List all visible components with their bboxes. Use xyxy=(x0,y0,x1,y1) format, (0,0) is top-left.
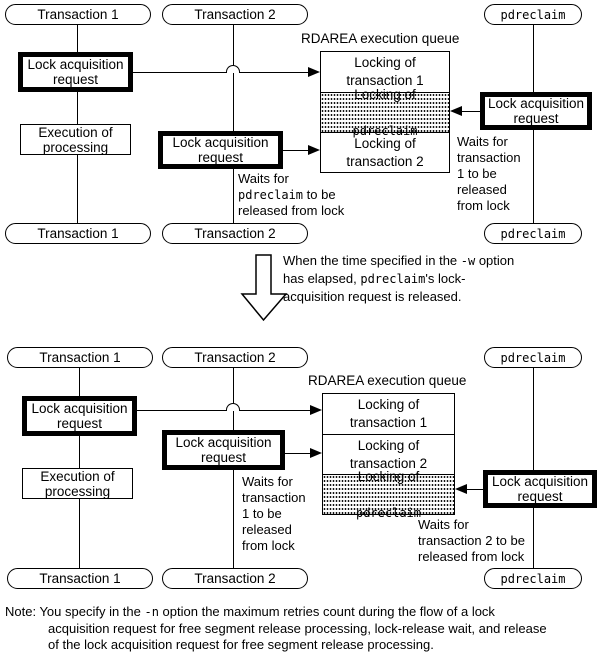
arrowhead-right-icon xyxy=(310,405,322,415)
transaction2-top-node: Transaction 2 xyxy=(162,4,308,25)
transaction2-top-label: Transaction 2 xyxy=(194,350,276,365)
pdreclaim-top-label: pdreclaim xyxy=(500,7,566,22)
transaction2-bottom-node: Transaction 2 xyxy=(162,568,308,589)
arrowhead-right-icon xyxy=(310,448,322,458)
connector-line xyxy=(137,409,226,411)
arrowhead-right-icon xyxy=(308,67,320,77)
pdreclaim-bottom-label: pdreclaim xyxy=(500,226,566,241)
transaction1-bottom-label: Transaction 1 xyxy=(39,571,121,586)
pdreclaim-lock-acquisition-request-box: Lock acquisition request xyxy=(483,470,597,508)
line-hop-icon xyxy=(226,403,240,411)
transaction1-top-label: Transaction 1 xyxy=(39,350,121,365)
pdreclaim-top-node: pdreclaim xyxy=(484,347,582,368)
connector-line xyxy=(462,110,480,112)
t1-lock-acquisition-request-box: Lock acquisition request xyxy=(22,396,137,436)
t1-lock-acquisition-request-box: Lock acquisition request xyxy=(18,52,133,92)
t2-lock-label: Lock acquisition request xyxy=(172,135,269,165)
pdreclaim-wait-note: Waits for transaction 1 to be released f… xyxy=(457,134,521,213)
t2-lock-acquisition-request-box: Lock acquisition request xyxy=(158,131,283,169)
connector-line xyxy=(285,452,310,454)
line-hop-icon xyxy=(226,65,240,73)
queue-cell: Locking of transaction 2 xyxy=(321,132,449,172)
t2-lock-label: Lock acquisition request xyxy=(175,435,272,465)
connector-line xyxy=(467,488,483,490)
execution-of-processing-box: Execution of processing xyxy=(22,468,133,499)
transaction2-bottom-node: Transaction 2 xyxy=(162,223,308,244)
t1-lock-label: Lock acquisition request xyxy=(31,401,128,431)
execution-of-processing-box: Execution of processing xyxy=(20,124,131,155)
arrowhead-right-icon xyxy=(308,145,320,155)
queue-cell: Locking of transaction 2 xyxy=(323,434,454,474)
transaction2-lifeline xyxy=(232,24,234,223)
transaction1-bottom-label: Transaction 1 xyxy=(37,226,119,241)
connector-line xyxy=(133,71,226,73)
queue-cell: Locking of transaction 1 xyxy=(349,397,428,430)
arrowhead-left-icon xyxy=(450,106,462,116)
connector-line xyxy=(240,409,310,411)
pdreclaim-lock-acquisition-request-box: Lock acquisition request xyxy=(480,92,592,130)
transition-arrow-icon xyxy=(240,254,288,322)
transaction1-top-label: Transaction 1 xyxy=(37,7,119,22)
connector-line xyxy=(283,149,308,151)
execution-label: Execution of processing xyxy=(38,124,113,155)
pdreclaim-wait-note: Waits for transaction 2 to be released f… xyxy=(418,517,525,564)
transaction1-bottom-node: Transaction 1 xyxy=(7,568,153,589)
pdreclaim-top-node: pdreclaim xyxy=(484,4,582,25)
connector-line xyxy=(240,71,308,73)
transaction1-top-node: Transaction 1 xyxy=(7,347,153,368)
pdreclaim-bottom-label: pdreclaim xyxy=(500,571,566,586)
transition-text: When the time specified in the -w option… xyxy=(283,253,515,304)
transaction2-top-node: Transaction 2 xyxy=(162,347,308,368)
transaction2-top-label: Transaction 2 xyxy=(194,7,276,22)
pdreclaim-top-label: pdreclaim xyxy=(500,350,566,365)
queue-title: RDAREA execution queue xyxy=(301,31,460,46)
rdarea-execution-queue: Locking of transaction 1 Locking of tran… xyxy=(322,393,455,520)
note-text: Note: You specify in the -n option the m… xyxy=(5,604,547,652)
pdreclaim-lifeline xyxy=(532,368,534,568)
t2-wait-note: Waits for transaction 1 to be released f… xyxy=(242,474,306,553)
pdreclaim-bottom-node: pdreclaim xyxy=(484,568,582,589)
pdreclaim-bottom-node: pdreclaim xyxy=(484,223,582,244)
transaction1-top-node: Transaction 1 xyxy=(5,4,151,25)
transaction1-bottom-node: Transaction 1 xyxy=(5,223,151,244)
t1-lock-label: Lock acquisition request xyxy=(27,57,124,87)
transaction2-bottom-label: Transaction 2 xyxy=(194,571,276,586)
queue-cell: Locking of transaction 1 xyxy=(346,55,424,88)
pdreclaim-lock-label: Lock acquisition request xyxy=(491,474,589,504)
t2-lock-acquisition-request-box: Lock acquisition request xyxy=(162,430,285,470)
transaction2-bottom-label: Transaction 2 xyxy=(194,226,276,241)
execution-label: Execution of processing xyxy=(40,468,115,499)
arrowhead-left-icon xyxy=(455,484,467,494)
transaction1-lifeline xyxy=(76,24,78,223)
queue-title: RDAREA execution queue xyxy=(308,373,467,388)
pdreclaim-lock-label: Lock acquisition request xyxy=(487,96,585,126)
